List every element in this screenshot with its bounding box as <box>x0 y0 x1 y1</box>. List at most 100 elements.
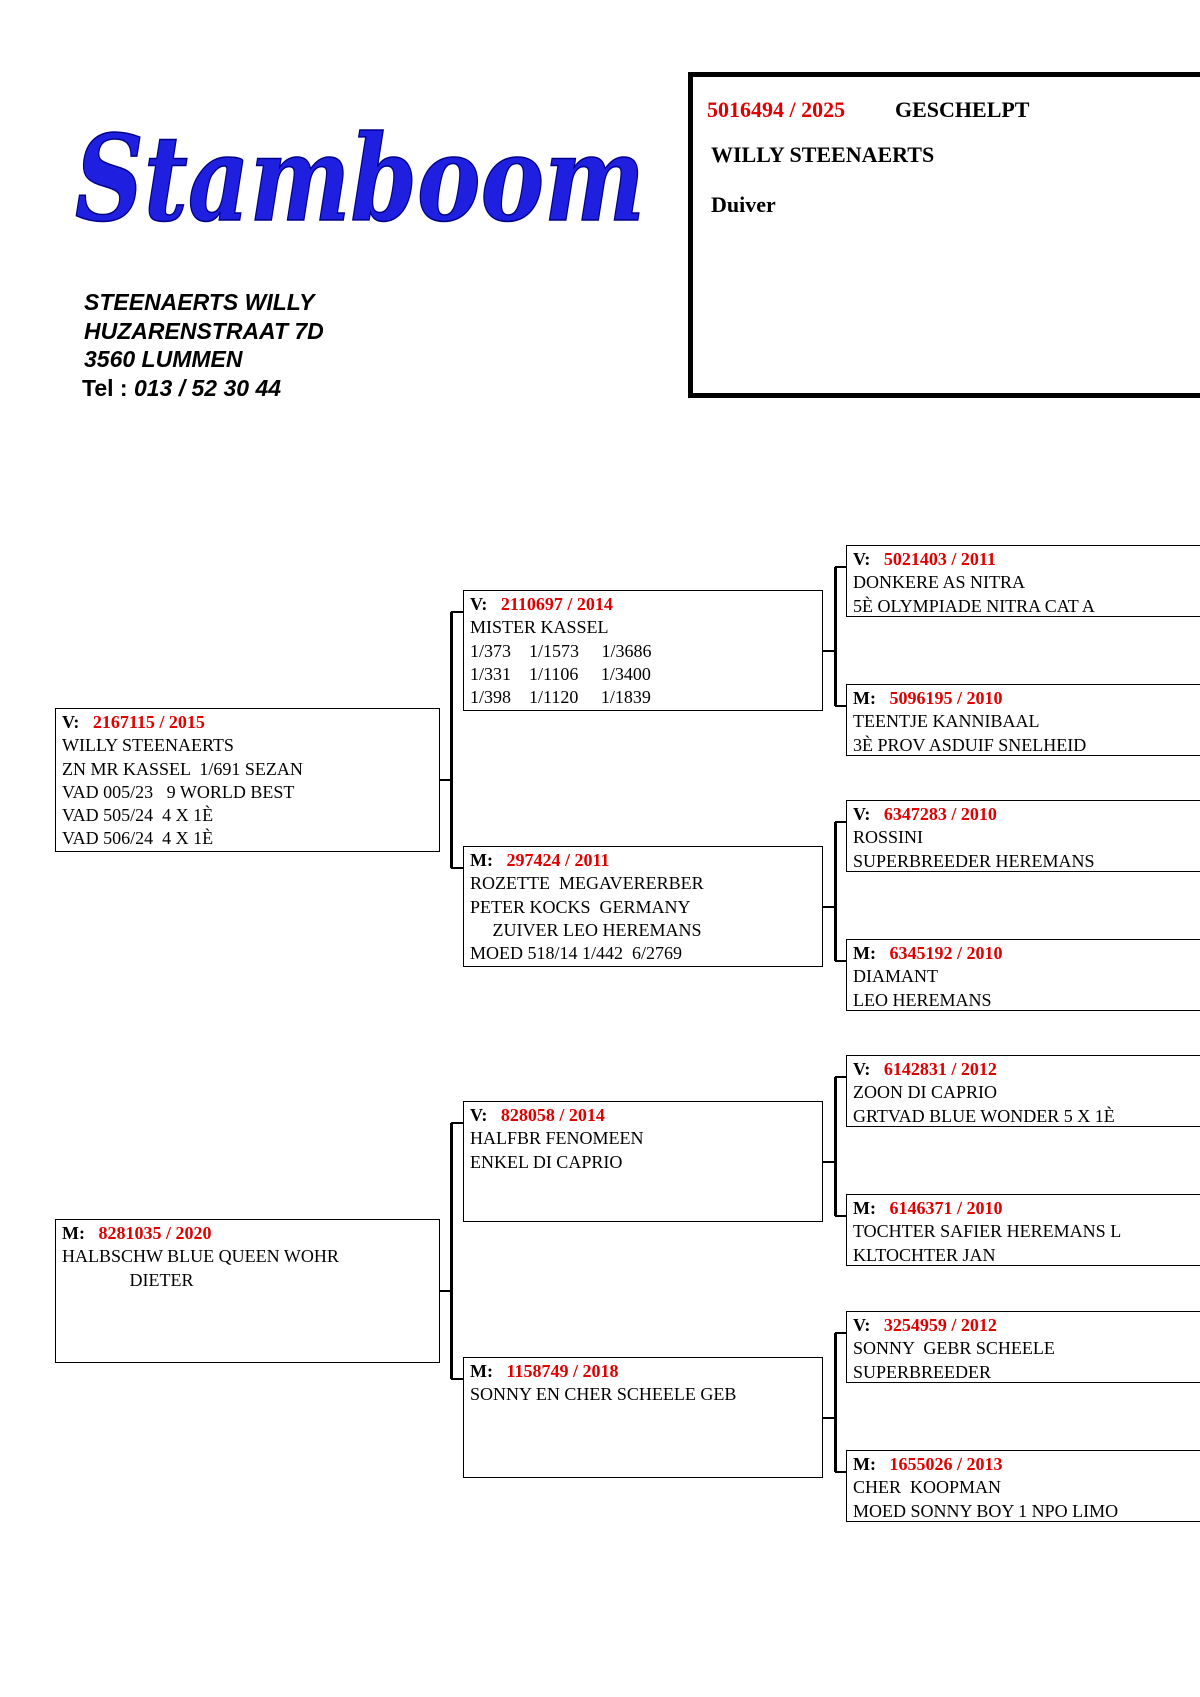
pedigree-line: SUPERBREEDER <box>853 1361 992 1382</box>
tel-label: Tel : <box>82 374 128 401</box>
connector-line <box>835 960 846 962</box>
connector-line <box>823 649 835 652</box>
pedigree-sex-label: V: <box>470 594 488 614</box>
connector-line <box>835 1471 846 1473</box>
connector-line <box>823 1416 835 1419</box>
connector-line <box>834 1077 837 1216</box>
connector-line <box>835 1215 846 1217</box>
connector-line <box>835 705 846 707</box>
pedigree-line: VAD 005/23 9 WORLD BEST <box>62 781 295 802</box>
connector-line <box>835 1332 846 1334</box>
pedigree-line: 1/331 1/1106 1/3400 <box>470 663 651 684</box>
pedigree-header: V: 5021403 / 2011 <box>853 548 1200 571</box>
pedigree-ring-number: 2167115 / 2015 <box>92 712 205 732</box>
pedigree-header: M: 8281035 / 2020 <box>62 1222 439 1245</box>
owner-city: 3560 LUMMEN <box>84 346 243 372</box>
pedigree-line: VAD 505/24 4 X 1È <box>62 805 214 826</box>
pedigree-header: V: 3254959 / 2012 <box>853 1314 1200 1337</box>
pedigree-line: ROZETTE MEGAVERERBER <box>470 873 704 894</box>
pedigree-header: M: 5096195 / 2010 <box>853 687 1200 710</box>
pedigree-sex-label: V: <box>470 1105 488 1125</box>
pedigree-ring-number: 6142831 / 2012 <box>883 1059 997 1079</box>
pedigree-sex-label: V: <box>62 712 80 732</box>
pedigree-line: GRTVAD BLUE WONDER 5 X 1È <box>853 1105 1115 1126</box>
bird-name: WILLY STEENAERTS <box>711 142 935 167</box>
pedigree-ring-number: 1655026 / 2013 <box>889 1454 1003 1474</box>
pedigree-header: M: 6345192 / 2010 <box>853 942 1200 965</box>
pedigree-line: CHER KOOPMAN <box>853 1477 1002 1498</box>
pedigree-line: ENKEL DI CAPRIO <box>470 1151 623 1172</box>
connector-line <box>834 1333 837 1472</box>
pedigree-line: HALBSCHW BLUE QUEEN WOHR <box>62 1246 339 1267</box>
connector-line <box>451 867 463 869</box>
pedigree-sex-label: M: <box>62 1223 85 1243</box>
bird-info-box: 5016494 / 2025 GESCHELPT WILLY STEENAERT… <box>688 72 1200 398</box>
pedigree-line: DONKERE AS NITRA <box>853 572 1026 593</box>
pedigree-ring-number: 8281035 / 2020 <box>98 1223 212 1243</box>
pedigree-line: 1/373 1/1573 1/3686 <box>470 640 652 661</box>
connector-line <box>450 1123 453 1379</box>
pedigree-ring-number: 6146371 / 2010 <box>889 1198 1003 1218</box>
pedigree-line: DIAMANT <box>853 966 938 987</box>
pedigree-header: M: 1655026 / 2013 <box>853 1453 1200 1476</box>
pedigree-sex-label: M: <box>853 688 876 708</box>
pedigree-header: M: 6146371 / 2010 <box>853 1197 1200 1220</box>
owner-address: STEENAERTS WILLY HUZARENSTRAAT 7D 3560 L… <box>82 288 324 403</box>
pedigree-header: V: 828058 / 2014 <box>470 1104 822 1127</box>
pedigree-line: PETER KOCKS GERMANY <box>470 896 691 917</box>
pedigree-line: TOCHTER SAFIER HEREMANS L <box>853 1221 1122 1242</box>
pedigree-sex-label: V: <box>853 1059 871 1079</box>
connector-line <box>451 611 463 613</box>
pedigree-sex-label: M: <box>470 1361 493 1381</box>
pedigree-ring-number: 5021403 / 2011 <box>883 549 996 569</box>
connector-line <box>440 1290 451 1292</box>
connector-line <box>451 1378 463 1380</box>
pedigree-line: MOED 518/14 1/442 6/2769 <box>470 943 683 964</box>
stamboom-logo: Stamboom <box>74 108 646 249</box>
pedigree-sex-label: M: <box>853 1198 876 1218</box>
pedigree-line: 5È OLYMPIADE NITRA CAT A <box>853 595 1095 616</box>
connector-line <box>823 905 835 908</box>
pedigree-header: M: 1158749 / 2018 <box>470 1360 822 1383</box>
pedigree-ring-number: 3254959 / 2012 <box>883 1315 997 1335</box>
pedigree-line: SONNY GEBR SCHEELE <box>853 1338 1055 1359</box>
pedigree-ring-number: 5096195 / 2010 <box>889 688 1003 708</box>
pedigree-line: ZOON DI CAPRIO <box>853 1082 997 1103</box>
connector-line <box>451 1122 463 1124</box>
pedigree-line: ZN MR KASSEL 1/691 SEZAN <box>62 758 303 779</box>
pedigree-line: TEENTJE KANNIBAAL <box>853 711 1040 732</box>
owner-street: HUZARENSTRAAT 7D <box>84 317 324 344</box>
pedigree-line: 3È PROV ASDUIF SNELHEID <box>853 734 1087 755</box>
pedigree-line: WILLY STEENAERTS <box>62 735 234 756</box>
connector-line <box>835 1076 846 1078</box>
owner-telephone: Tel : 013 / 52 30 44 <box>82 374 324 403</box>
bird-ring-number: 5016494 / 2025 <box>707 97 846 122</box>
pedigree-ring-number: 828058 / 2014 <box>500 1105 605 1125</box>
connector-line <box>835 821 846 823</box>
connector-line <box>834 822 837 961</box>
pedigree-line: HALFBR FENOMEEN <box>470 1128 644 1149</box>
pedigree-ring-number: 6345192 / 2010 <box>889 943 1003 963</box>
pedigree-ring-number: 2110697 / 2014 <box>500 594 613 614</box>
pedigree-ring-number: 1158749 / 2018 <box>506 1361 619 1381</box>
pedigree-header: V: 6142831 / 2012 <box>853 1058 1200 1081</box>
pedigree-header: V: 6347283 / 2010 <box>853 803 1200 826</box>
pedigree-header: M: 297424 / 2011 <box>470 849 822 872</box>
pedigree-line: 1/398 1/1120 1/1839 <box>470 687 651 708</box>
pedigree-header: V: 2167115 / 2015 <box>62 711 439 734</box>
pedigree-ring-number: 297424 / 2011 <box>506 850 610 870</box>
pedigree-line: SUPERBREEDER HEREMANS <box>853 850 1095 871</box>
pedigree-line: ROSSINI <box>853 827 924 848</box>
